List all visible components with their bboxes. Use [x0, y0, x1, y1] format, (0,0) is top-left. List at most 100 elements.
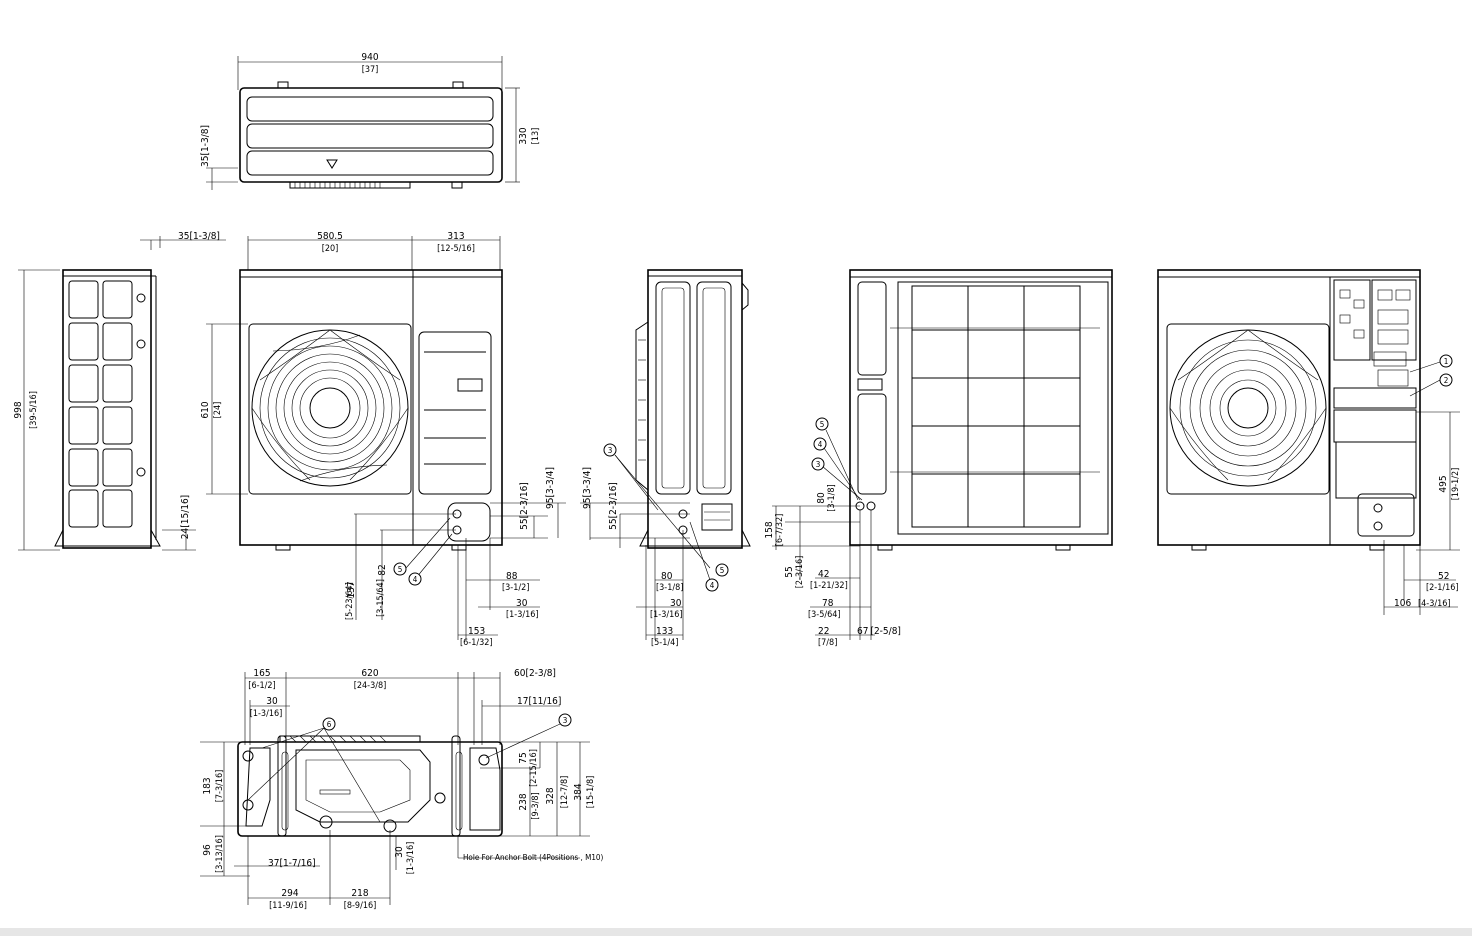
- top-depth-label: 330: [518, 127, 529, 144]
- rear-w42-label: 42: [818, 569, 829, 580]
- rear-callout-5-icon: [815, 417, 829, 431]
- callout-1-label: 1: [1444, 357, 1449, 366]
- bottom-h183-label: 183: [202, 777, 213, 794]
- h137-inch-label: [5-23/64]: [345, 582, 355, 620]
- w30-inch-label: [1-3/16]: [506, 610, 539, 620]
- rear-h158-label: 158: [764, 521, 775, 538]
- callout-2-label: 2: [1444, 376, 1449, 385]
- top-width-inch-label: [37]: [362, 65, 379, 75]
- callout-1-icon: [1439, 354, 1453, 368]
- callout-4-side-label: 4: [710, 581, 715, 590]
- bottom-h328-inch-label: [12-7/8]: [560, 776, 570, 809]
- callout-4-side-icon: [705, 578, 719, 592]
- w88-inch-label: [3-1/2]: [502, 583, 529, 593]
- bottom-w60-label: 60[2-3/8]: [514, 668, 556, 679]
- bottom-h30-inch-label: [1-3/16]: [406, 842, 416, 875]
- rear-handle-icon: [857, 378, 883, 391]
- rear-view: 158 [6-7/32] 80 [3-1/8] 55 [2-3/16] 42 […: [764, 269, 1113, 648]
- fan-height-inch-label: [24]: [213, 402, 223, 419]
- rear-w22-inch-label: [7/8]: [818, 638, 837, 648]
- side-offset-label: 35[1-3/8]: [178, 231, 220, 242]
- side-w30-inch-label: [1-3/16]: [650, 610, 683, 620]
- rear-callout-3-icon: [811, 457, 825, 471]
- rear-w22-label: 22: [818, 626, 829, 637]
- callout-5-icon: [393, 562, 407, 576]
- bottom-w165-label: 165: [253, 668, 270, 679]
- bottom-h75-label: 75: [518, 752, 529, 763]
- bottom-w620-label: 620: [361, 668, 378, 679]
- bottom-callout-3-icon: [558, 713, 572, 727]
- h95-label: 95[3-3/4]: [545, 467, 556, 509]
- h137-label: 137: [346, 581, 357, 598]
- internal-fan-hub-icon: [1227, 387, 1269, 429]
- bottom-callout-3-label: 3: [563, 716, 568, 725]
- bottom-w17-label: 17[11/16]: [517, 696, 561, 707]
- rear-h158-inch-label: [6-7/32]: [775, 514, 785, 547]
- h82-inch-label: [3-15/64]: [376, 579, 386, 617]
- height-label: 998: [13, 401, 24, 418]
- h495-label: 495: [1438, 475, 1449, 492]
- bottom-h96-inch-label: [3-13/16]: [215, 835, 225, 873]
- top-offset-label: 35[1-3/8]: [200, 125, 211, 167]
- w106-label: 106: [1394, 598, 1411, 609]
- side-w30-label: 30: [670, 598, 682, 609]
- bottom-w30-label: 30: [266, 696, 278, 707]
- rear-callout-3-label: 3: [816, 460, 821, 469]
- side-w80-inch-label: [3-1/8]: [656, 583, 683, 593]
- bottom-w294-inch-label: [11-9/16]: [269, 901, 307, 911]
- callout-6-icon: [322, 717, 336, 731]
- left-side-view: 998 [39-5/16] 35[1-3/8] 24[15/16]: [13, 231, 226, 551]
- side-h55-label: 55[2-3/16]: [608, 482, 619, 530]
- callout-5-side-label: 5: [720, 566, 725, 575]
- w153-label: 153: [468, 626, 485, 637]
- rear-h55-inch-label: [2-3/16]: [795, 556, 805, 589]
- rear-h80-label: 80: [816, 492, 827, 504]
- height-inch-label: [39-5/16]: [29, 391, 39, 429]
- fan-center-dim-inch-label: [20]: [322, 244, 339, 254]
- callout-6-label: 6: [327, 720, 332, 729]
- bottom-h96-label: 96: [202, 844, 213, 856]
- rear-w78-inch-label: [3-5/64]: [808, 610, 841, 620]
- rear-callout-4-label: 4: [818, 440, 823, 449]
- bottom-h30-label: 30: [394, 846, 405, 858]
- direction-arrow-icon: [326, 159, 338, 169]
- bottom-w30-inch-label: [1-3/16]: [250, 709, 283, 719]
- w30-label: 30: [516, 598, 528, 609]
- top-width-label: 940: [361, 52, 378, 63]
- rear-callout-5-label: 5: [820, 420, 825, 429]
- side-w133-inch-label: [5-1/4]: [651, 638, 678, 648]
- callout-3-icon: [603, 443, 617, 457]
- w52-inch-label: [2-1/16]: [1426, 583, 1459, 593]
- bottom-w218-inch-label: [8-9/16]: [344, 901, 377, 911]
- fan-center-dim-label: 580.5: [317, 231, 343, 242]
- rear-w78-label: 78: [822, 598, 834, 609]
- rear-callout-4-icon: [813, 437, 827, 451]
- rear-h55-label: 55: [784, 566, 795, 577]
- callout-5-label: 5: [398, 565, 403, 574]
- bottom-h384-label: 384: [573, 783, 584, 800]
- handle-icon: [457, 378, 483, 392]
- side-w133-label: 133: [656, 626, 673, 637]
- top-view: 940 [37] 330 [13] 35[1-3/8]: [200, 52, 541, 190]
- bottom-w165-inch-label: [6-1/2]: [248, 681, 275, 691]
- bottom-h75-inch-label: [2-15/16]: [529, 749, 539, 787]
- callout-5-side-icon: [715, 563, 729, 577]
- internal-view: 1 2 495 [19-1/2] 52 [2-1/16] 106 [4-3/16…: [1157, 269, 1461, 615]
- callout-3-label: 3: [608, 446, 613, 455]
- w88-label: 88: [506, 571, 518, 582]
- bottom-w37-label: 37[1-7/16]: [268, 858, 316, 869]
- bottom-h238-label: 238: [518, 793, 529, 810]
- bottom-w294-label: 294: [281, 888, 298, 899]
- w52-label: 52: [1438, 571, 1449, 582]
- h55-label: 55[2-3/16]: [519, 482, 530, 530]
- bottom-h183-inch-label: [7-3/16]: [215, 770, 225, 803]
- callout-2-icon: [1439, 373, 1453, 387]
- rear-w42-inch-label: [1-21/32]: [810, 581, 848, 591]
- rear-h80-inch-label: [3-1/8]: [827, 484, 837, 511]
- w106-inch-label: [4-3/16]: [1418, 599, 1451, 609]
- bottom-h384-inch-label: [15-1/8]: [586, 776, 596, 809]
- side-w80-label: 80: [661, 571, 673, 582]
- top-depth-inch-label: [13]: [531, 128, 541, 145]
- callout-4-icon: [408, 572, 422, 586]
